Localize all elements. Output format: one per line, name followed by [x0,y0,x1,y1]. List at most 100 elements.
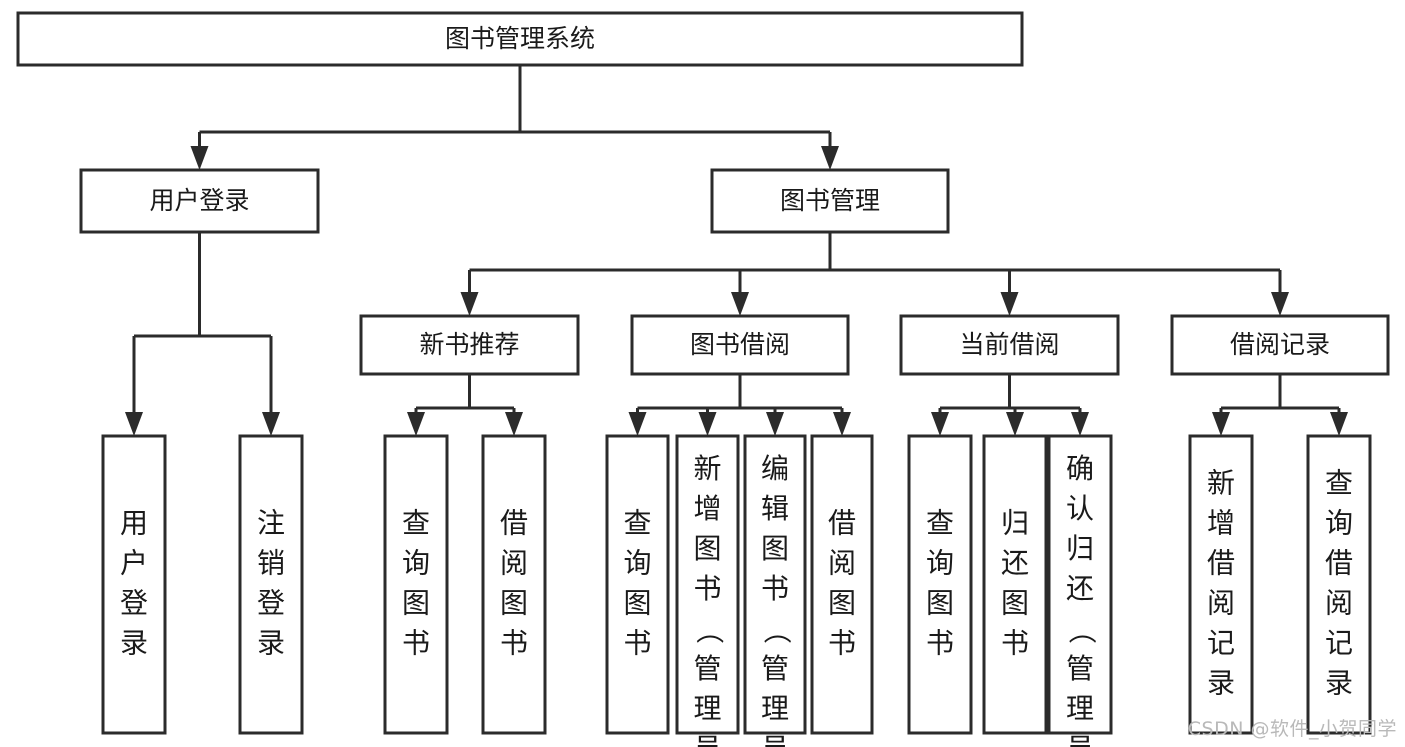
node-label: 新书推荐 [419,330,519,359]
node-label: 图书管理 [780,186,880,215]
node-label-char: 查 [623,507,651,540]
node-label-char: 借 [828,507,856,540]
node-label-char: 记 [1207,627,1235,660]
node-box [743,434,807,735]
node-label-char: 录 [1207,667,1235,700]
node-box [675,434,740,735]
node-new-book-rec[interactable]: 新书推荐 [359,314,580,376]
node-label-char: 借 [500,507,528,540]
node-box [101,434,167,735]
node-label-char: 还 [1001,547,1029,580]
node-label-char: 用 [120,507,148,540]
node-box [1047,434,1113,735]
node-layer: 图书管理系统用户登录图书管理新书推荐图书借阅当前借阅借阅记录用户登录注销登录查询… [16,11,1390,747]
node-label-char: 询 [926,547,954,580]
node-leaf-user-login[interactable]: 用户登录 [101,434,167,735]
node-box [79,168,320,234]
node-label-char: 询 [623,547,651,580]
edge-group-user_login [125,232,280,436]
node-current-borrow[interactable]: 当前借阅 [899,314,1120,376]
node-label-char: 书 [500,627,528,660]
node-label-char: 理 [1066,692,1094,725]
edge-arrowhead [460,292,479,316]
edge-arrowhead [1000,292,1019,316]
node-label-char: 管 [1066,652,1094,685]
edge-arrowhead [766,412,784,436]
node-label-char: 书 [828,627,856,660]
edge-arrowhead [1071,412,1089,436]
node-label-char: 归 [1066,532,1094,565]
edge-group-new_book_rec [407,374,523,436]
node-label-char: 询 [1325,507,1353,540]
edge-arrowhead [1212,412,1230,436]
node-book-borrow[interactable]: 图书借阅 [630,314,850,376]
node-label-char: 还 [1066,572,1094,605]
node-user-login[interactable]: 用户登录 [79,168,320,234]
node-label-char: 图 [926,587,954,620]
node-label-char: 图 [623,587,651,620]
node-box [630,314,850,376]
edge-group-book_borrow [628,374,851,436]
node-box [359,314,580,376]
node-label-char: 确 [1066,452,1094,485]
node-label: 当前借阅 [959,330,1059,359]
node-label-char: 新 [693,452,721,485]
node-label-char: 书 [926,627,954,660]
node-label-char: 注 [257,507,285,540]
node-root[interactable]: 图书管理系统 [16,11,1024,67]
node-label-char: 登 [120,587,148,620]
node-label-char: 书 [1001,627,1029,660]
node-label-char: 阅 [500,547,528,580]
node-book-mgmt[interactable]: 图书管理 [710,168,950,234]
edge-arrowhead [628,412,647,436]
node-box [1306,434,1372,735]
edge-group-root [190,65,839,170]
node-label-char: （ [1065,616,1098,644]
node-label-char: 借 [1207,547,1235,580]
node-label-char: 图 [500,587,528,620]
node-label-char: 理 [761,692,789,725]
edge-arrowhead [698,412,717,436]
node-borrow-record[interactable]: 借阅记录 [1170,314,1390,376]
node-label-char: 录 [1325,667,1353,700]
node-label-char: 录 [257,627,285,660]
node-box [1188,434,1254,735]
edge-arrowhead [505,412,523,436]
node-label-char: （ [760,616,793,644]
node-label-char: 户 [120,547,148,580]
node-box [982,434,1048,735]
edge-group-current_borrow [931,374,1089,436]
node-label-char: 查 [402,507,430,540]
node-box [710,168,950,234]
node-label-char: 记 [1325,627,1353,660]
edge-arrowhead [190,146,209,170]
edge-arrowhead [1330,412,1348,436]
edge-arrowhead [931,412,949,436]
node-label: 借阅记录 [1230,330,1330,359]
node-label-char: 认 [1066,492,1094,525]
edge-arrowhead [821,146,839,170]
node-label-char: 阅 [1325,587,1353,620]
edge-arrowhead [833,412,851,436]
node-label-char: 编 [761,452,789,485]
node-box [238,434,304,735]
node-box [16,11,1024,67]
node-label-char: 登 [257,587,285,620]
node-box [899,314,1120,376]
edge-arrowhead [1271,292,1289,316]
node-box [383,434,449,735]
node-box [907,434,973,735]
